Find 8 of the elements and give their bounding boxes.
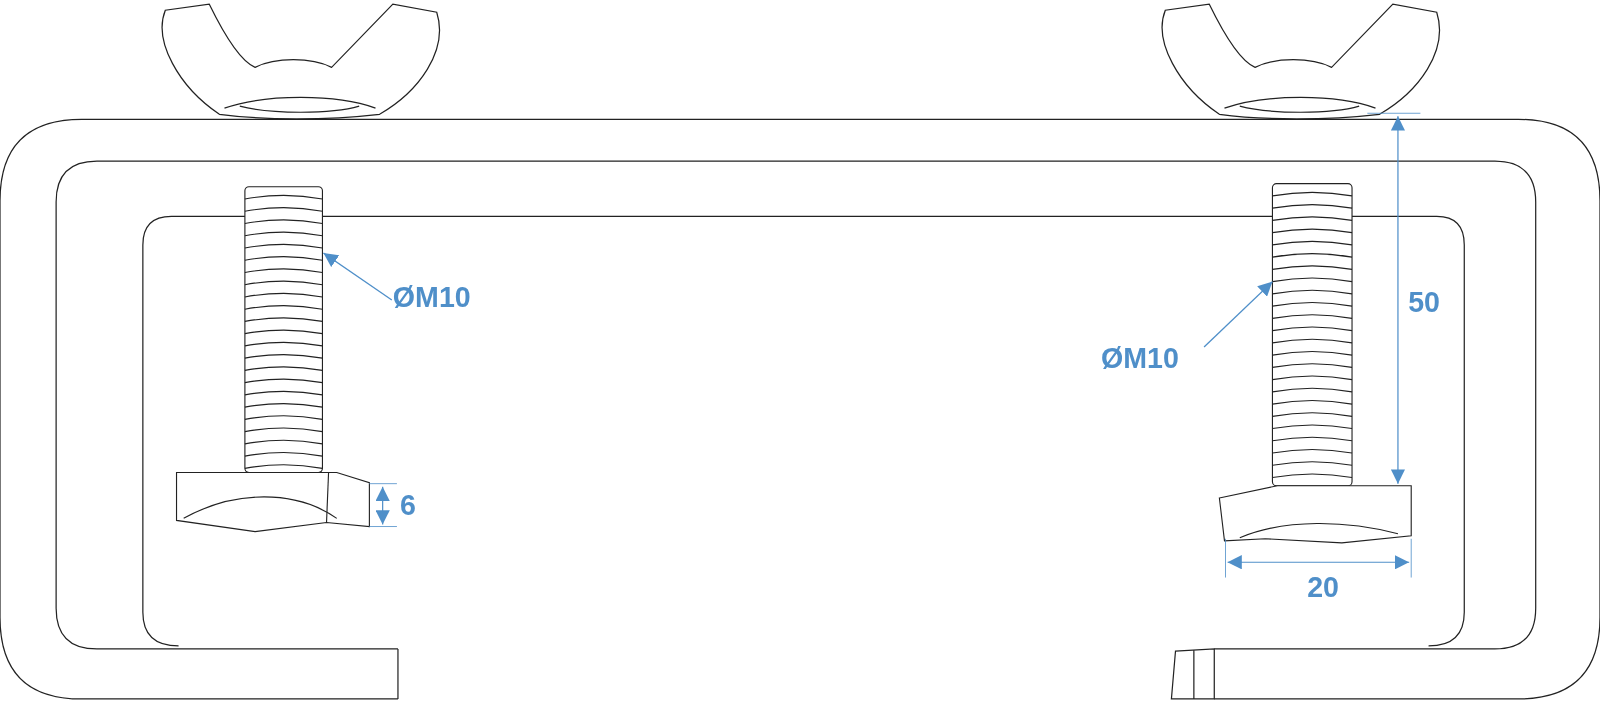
bolt-drawing [175, 186, 370, 533]
dimension-value: 6 [400, 490, 416, 522]
dimension-value: 20 [1307, 572, 1339, 604]
diameter-label: ØM10 [1101, 343, 1179, 375]
leader-line [322, 252, 393, 301]
dimension-value: 50 [1408, 287, 1440, 319]
diameter-label: ØM10 [392, 282, 471, 314]
leader-line [1203, 280, 1274, 348]
